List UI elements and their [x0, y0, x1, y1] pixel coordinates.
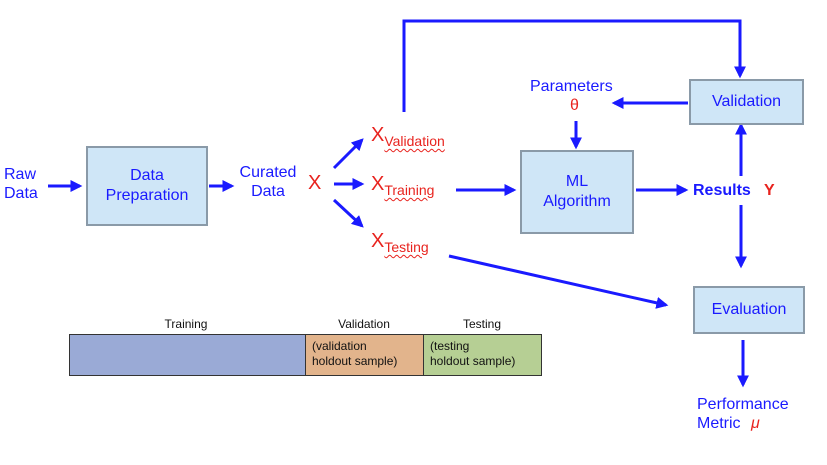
raw-data-line2: Data: [4, 185, 38, 202]
testing-segment-line2: holdout sample): [430, 354, 516, 368]
testing-segment-line1: (testing: [430, 339, 470, 353]
x-symbol: X: [308, 172, 322, 194]
performance-metric-line2: Metric μ: [697, 414, 789, 433]
ml-algorithm-line2: Algorithm: [543, 193, 611, 210]
evaluation-box: Evaluation: [693, 286, 805, 334]
y-symbol: Y: [764, 182, 775, 199]
ml-algorithm-line1: ML: [565, 173, 589, 190]
ml-algorithm-box: ML Algorithm: [520, 150, 634, 234]
bar-segment-validation: (validation holdout sample): [305, 334, 424, 376]
theta-symbol: θ: [570, 97, 579, 114]
arrow-x-to-validation: [332, 138, 364, 170]
bar-title-validation: Validation: [338, 317, 390, 331]
performance-metric-label: Performance Metric μ: [697, 395, 789, 433]
validation-segment-line2: holdout sample): [312, 354, 398, 368]
metric-word: Metric: [697, 415, 741, 432]
arrow-x-to-testing: [332, 198, 364, 228]
bar-segment-training: [69, 334, 306, 376]
results-label: Results: [693, 182, 751, 199]
bar-segment-testing: (testing holdout sample): [423, 334, 542, 376]
data-preparation-box: Data Preparation: [86, 146, 208, 226]
parameters-label: Parameters: [530, 78, 613, 95]
raw-data-line1: Raw: [4, 166, 37, 183]
bar-title-testing: Testing: [462, 317, 502, 331]
performance-metric-line1: Performance: [697, 396, 789, 413]
bar-title-training: Training: [164, 317, 208, 331]
data-preparation-line1: Data: [130, 167, 164, 184]
data-preparation-line2: Preparation: [105, 187, 189, 204]
arrow-testing-to-evaluation: [448, 254, 669, 309]
curated-data-line1: Curated: [239, 164, 297, 181]
validation-segment-line1: (validation: [312, 339, 367, 353]
x-training-label: XTraining: [371, 173, 435, 198]
curated-data-label: Curated Data: [236, 163, 300, 201]
x-validation-label: XValidation: [371, 124, 445, 149]
curated-data-line2: Data: [251, 183, 285, 200]
validation-box: Validation: [689, 79, 804, 125]
raw-data-label: Raw Data: [4, 165, 38, 203]
x-testing-label: XTesting: [371, 230, 429, 255]
mu-symbol: μ: [751, 415, 760, 432]
arrow-validation-loop: [402, 19, 746, 112]
